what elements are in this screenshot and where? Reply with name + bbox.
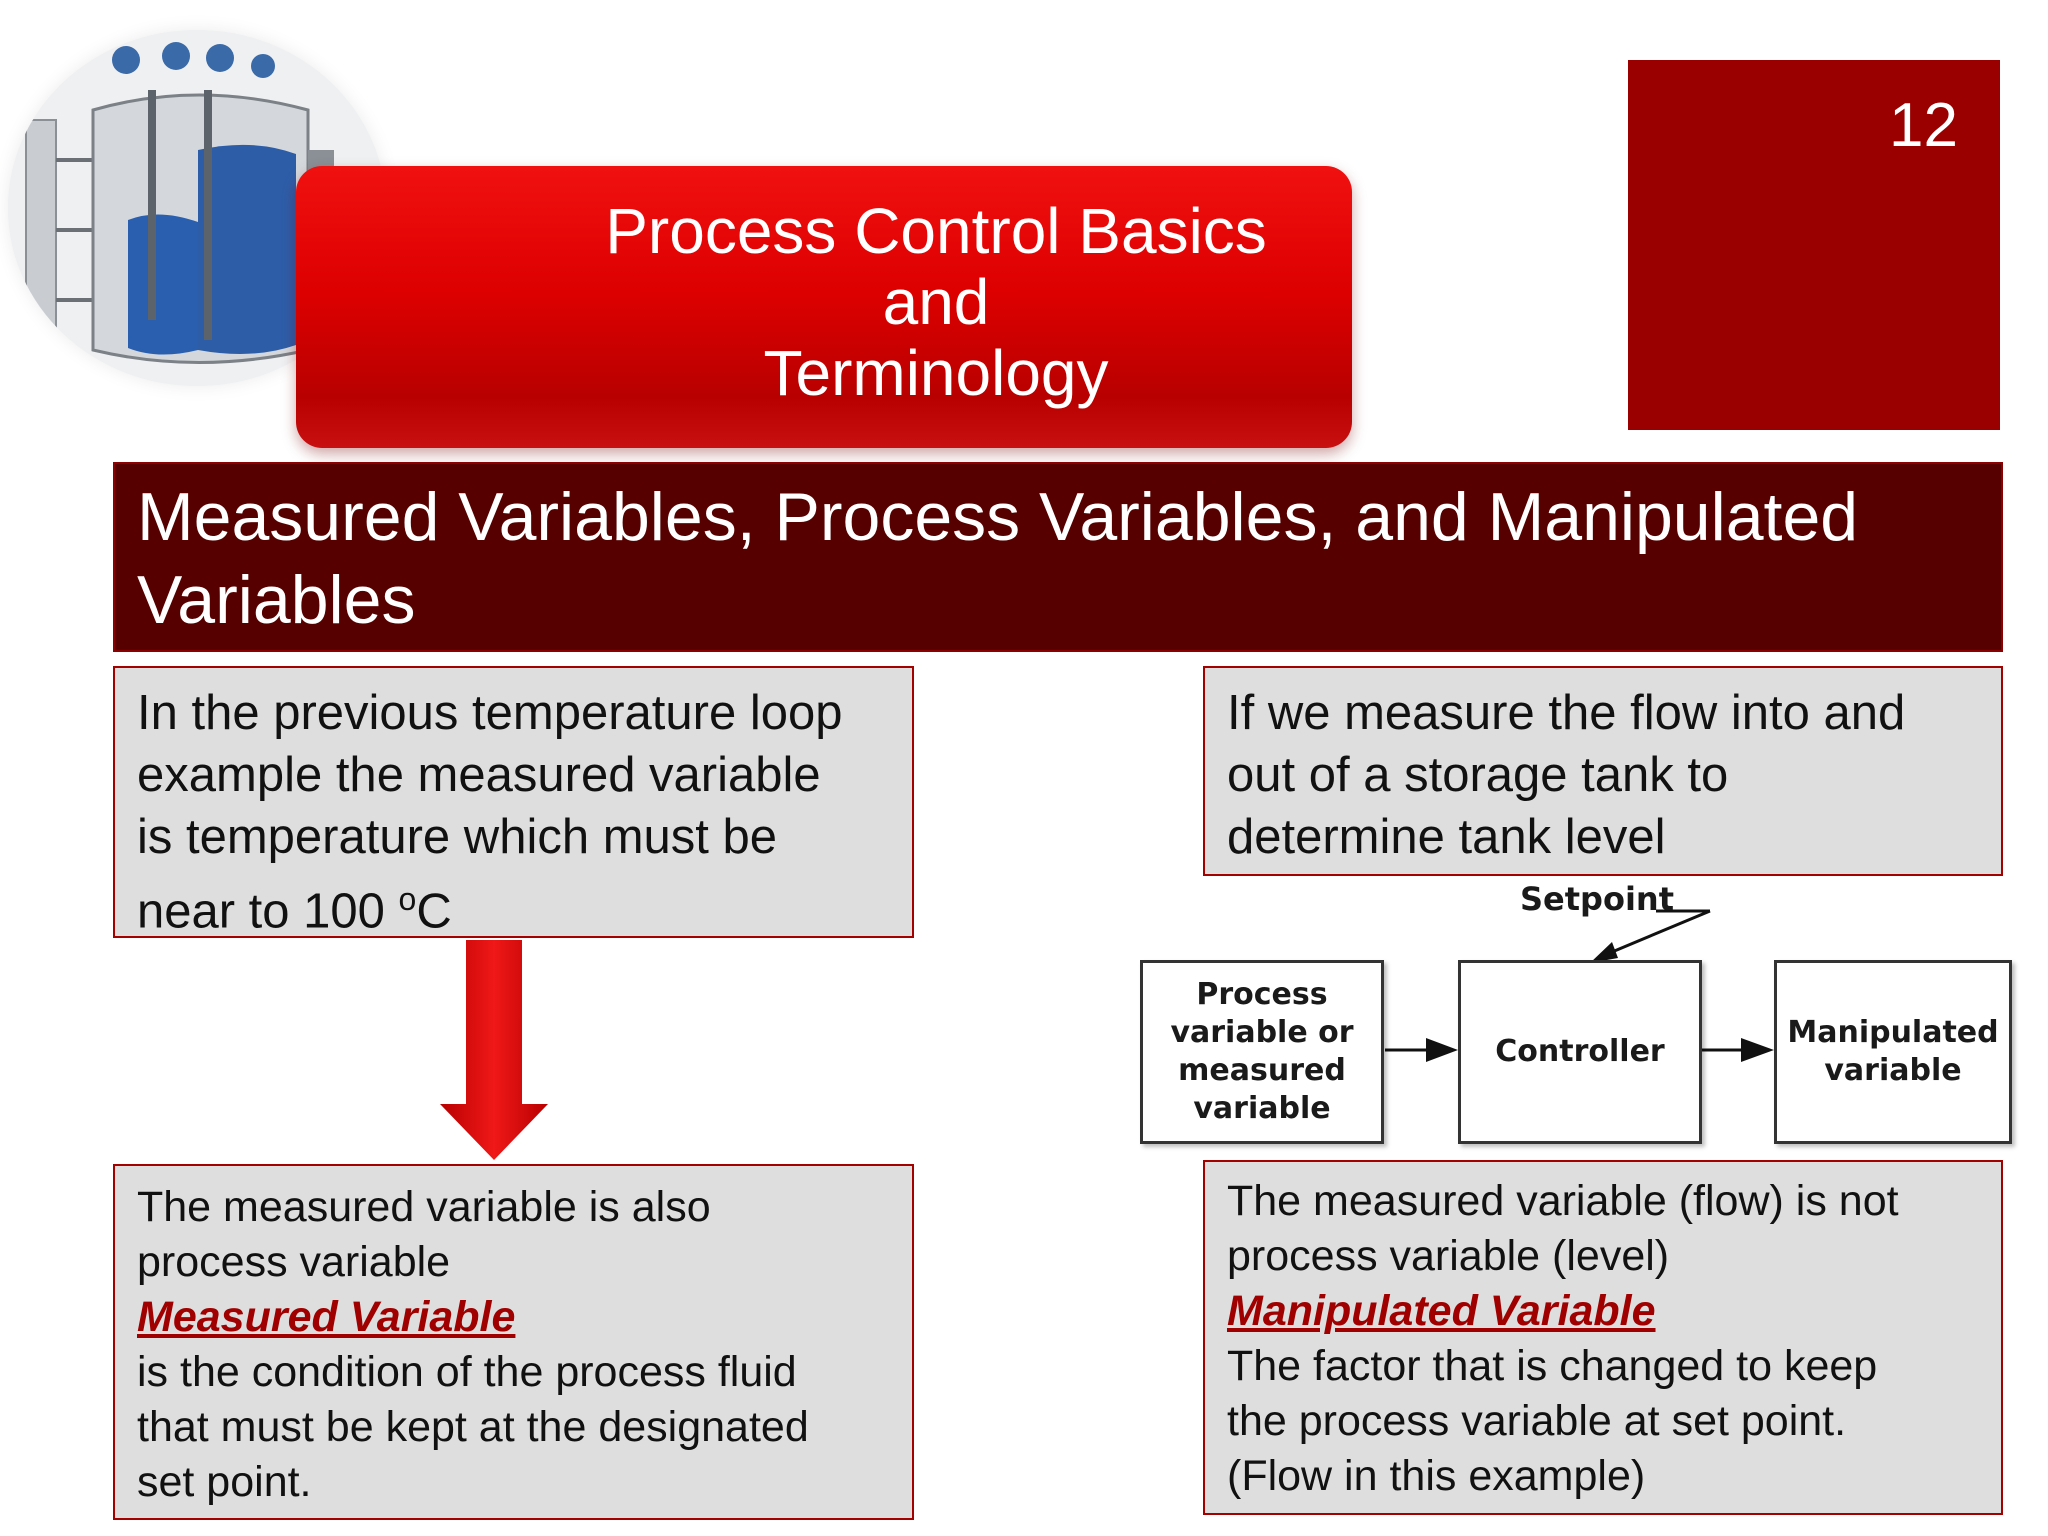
box-line: variable or	[1170, 1015, 1354, 1050]
down-arrow-icon	[440, 940, 548, 1160]
setpoint-label: Setpoint	[1520, 880, 1674, 918]
card-flow-measurement: If we measure the flow into and out of a…	[1203, 666, 2003, 876]
temperature-value: near to 100	[137, 884, 399, 939]
card-line: near to 100 oC	[137, 868, 892, 942]
manipulated-variable-box: Manipulated variable	[1774, 960, 2012, 1144]
card-line: The measured variable (flow) is not	[1227, 1177, 1899, 1225]
card-line: is temperature which must be	[137, 810, 777, 864]
title-line-2: and	[882, 266, 990, 338]
box-line: variable	[1824, 1053, 1962, 1088]
card-line: set point.	[137, 1458, 312, 1506]
card-line: determine tank level	[1227, 810, 1666, 864]
arrowhead-icon	[1426, 1038, 1458, 1062]
title-line-3: Terminology	[763, 337, 1109, 409]
page-number-box: 12	[1628, 60, 2000, 430]
card-line: process variable (level)	[1227, 1232, 1670, 1280]
term-manipulated-variable: Manipulated Variable	[1227, 1287, 1656, 1335]
card-line: that must be kept at the designated	[137, 1403, 809, 1451]
card-line: out of a storage tank to	[1227, 748, 1729, 802]
card-temperature-loop: In the previous temperature loop example…	[113, 666, 914, 938]
box-line: variable	[1193, 1091, 1331, 1126]
card-line: process variable	[137, 1238, 451, 1286]
temperature-unit: C	[416, 884, 452, 939]
card-line: If we measure the flow into and	[1227, 686, 1906, 740]
section-heading-bar: Measured Variables, Process Variables, a…	[113, 462, 2003, 652]
controller-box: Controller	[1458, 960, 1702, 1144]
arrowhead-icon	[1741, 1038, 1774, 1062]
card-line: The measured variable is also	[137, 1183, 711, 1231]
card-manipulated-variable: The measured variable (flow) is not proc…	[1203, 1160, 2003, 1515]
page-number: 12	[1889, 91, 1958, 160]
card-line: the process variable at set point.	[1227, 1397, 1847, 1445]
controller-label: Controller	[1495, 1034, 1665, 1069]
section-heading: Measured Variables, Process Variables, a…	[137, 479, 1859, 638]
card-line: (Flow in this example)	[1227, 1452, 1646, 1500]
card-line: example the measured variable	[137, 748, 821, 802]
box-line: measured	[1178, 1053, 1346, 1088]
degree-superscript: o	[398, 881, 417, 917]
card-line: In the previous temperature loop	[137, 686, 843, 740]
box-line: Process	[1196, 977, 1328, 1012]
process-variable-box: Process variable or measured variable	[1140, 960, 1384, 1144]
title-banner	[296, 166, 1352, 448]
box-line: Manipulated	[1787, 1015, 1999, 1050]
title-line-1: Process Control Basics	[605, 195, 1267, 267]
card-line: is the condition of the process fluid	[137, 1348, 797, 1396]
slide-title: Process Control Basics and Terminology	[540, 196, 1332, 409]
card-line: The factor that is changed to keep	[1227, 1342, 1878, 1390]
term-measured-variable: Measured Variable	[137, 1293, 516, 1341]
card-measured-variable: The measured variable is also process va…	[113, 1164, 914, 1520]
